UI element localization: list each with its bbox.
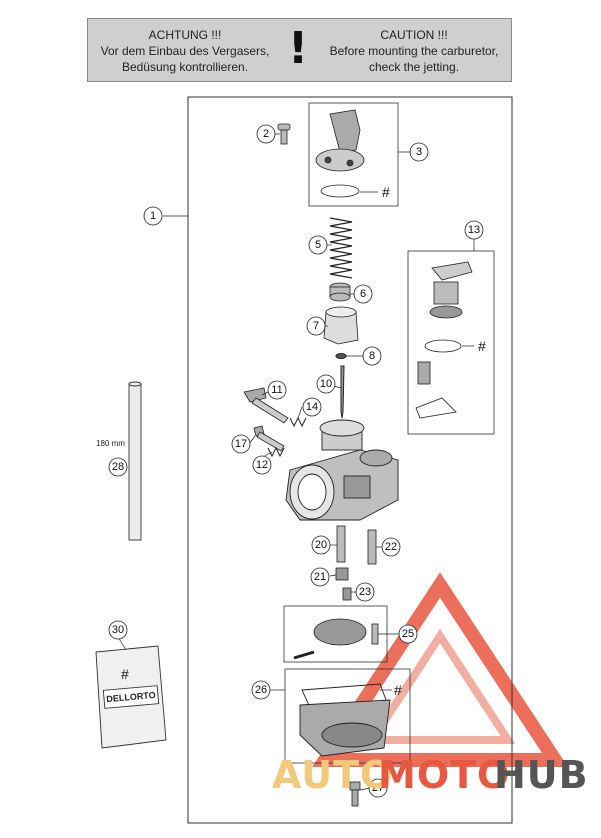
assembly-frame: [187, 96, 513, 824]
watermark-text-hub: HUB: [494, 753, 589, 797]
callout-2: 2: [256, 124, 276, 144]
svg-text:25: 25: [402, 628, 414, 640]
watermark-logo: [312, 572, 568, 767]
callout-14: 14: [302, 397, 322, 417]
svg-text:28: 28: [112, 461, 124, 473]
svg-text:3: 3: [416, 146, 422, 158]
callout-25: 25: [398, 624, 418, 644]
callout-8: 8: [362, 346, 382, 366]
svg-text:13: 13: [468, 224, 480, 236]
part-spring: [329, 217, 353, 279]
svg-text:30: 30: [112, 624, 124, 636]
part-float: [293, 618, 367, 660]
box-float-bowl: [284, 668, 411, 764]
callout-17: 17: [231, 434, 251, 454]
part-needle-clip: [335, 353, 347, 359]
callout-30: 30: [108, 620, 128, 640]
part-screw: [277, 123, 291, 145]
caution-banner: ACHTUNG !!! Vor dem Einbau des Vergasers…: [87, 18, 512, 82]
warning-en-title: CAUTION !!!: [380, 28, 448, 42]
callout-6: 6: [353, 284, 373, 304]
watermark-triangle-outer: [312, 572, 568, 767]
svg-text:14: 14: [306, 401, 318, 413]
callout-1: 1: [143, 206, 163, 226]
part-emulsion-tube: [367, 529, 377, 565]
callout-21a: 21: [310, 567, 330, 587]
callout-3: 3: [409, 142, 429, 162]
part-jet-needle: [340, 365, 345, 419]
bag-brand-label: DELLORTO: [106, 690, 156, 704]
hash-mark-gasket: #: [382, 184, 390, 200]
svg-text:23: 23: [359, 586, 371, 598]
callout-26: 26: [251, 680, 271, 700]
svg-text:2: 2: [263, 128, 269, 140]
warning-en-line3: check the jetting.: [368, 60, 460, 74]
box-choke-assembly: [407, 250, 495, 435]
callout-20: 20: [311, 535, 331, 555]
callout-27: 27: [368, 778, 388, 798]
callout-7: 7: [306, 316, 326, 336]
part-small-spring-a: [289, 416, 307, 428]
svg-text:27: 27: [372, 782, 384, 794]
callout-10: 10: [316, 374, 336, 394]
callout-12: 12: [252, 455, 272, 475]
part-mixture-screw: [253, 425, 285, 452]
svg-text:8: 8: [369, 350, 375, 362]
part-main-jet-holder: [336, 525, 346, 563]
svg-text:11: 11: [271, 384, 282, 396]
callout-22: 22: [381, 537, 401, 557]
exclamation-icon: !: [288, 23, 309, 74]
watermark-text-moto: MOTO: [378, 753, 510, 797]
svg-text:12: 12: [256, 459, 268, 471]
part-throttle-slide: [323, 306, 359, 345]
svg-text:21: 21: [314, 571, 326, 583]
warning-en-line2: Before mounting the carburetor,: [329, 44, 499, 58]
part-vent-hose: [128, 381, 142, 541]
callout-5: 5: [308, 235, 328, 255]
warning-de-line2: Vor dem Einbau des Vergasers,: [100, 44, 270, 58]
watermark-triangle-inner: [364, 628, 516, 744]
part-bowl-screw: [349, 781, 361, 807]
part-main-jet: [335, 567, 349, 581]
part-idle-jet: [342, 587, 352, 601]
part-float-needle: [371, 623, 379, 645]
part-needle-retainer: [329, 282, 351, 302]
part-choke-assembly: [415, 261, 473, 419]
svg-text:17: 17: [235, 438, 247, 450]
svg-text:22: 22: [385, 541, 397, 553]
hash-mark-bowl-gasket: #: [394, 682, 402, 698]
callout-13: 13: [464, 220, 484, 240]
warning-de-line3: Bedüsung kontrollieren.: [121, 60, 249, 74]
svg-text:1: 1: [150, 210, 156, 222]
leader-lines: [117, 133, 475, 791]
svg-text:6: 6: [360, 288, 366, 300]
svg-text:10: 10: [320, 378, 332, 390]
callout-11: 11: [267, 380, 287, 400]
warning-german: ACHTUNG !!! Vor dem Einbau des Vergasers…: [90, 27, 280, 75]
callout-23: 23: [355, 582, 375, 602]
svg-text:20: 20: [315, 539, 327, 551]
callout-28: 28: [108, 457, 128, 477]
svg-text:26: 26: [255, 684, 267, 696]
watermark-text-auto: AUTO: [272, 753, 393, 797]
hash-mark-bag: #: [121, 666, 129, 682]
part-small-spring-b: [267, 446, 285, 458]
part-throttle-cap: [315, 109, 365, 198]
part-idle-screw: [243, 387, 289, 424]
part-float-bowl: [299, 683, 391, 757]
warning-english: CAUTION !!! Before mounting the carburet…: [319, 27, 509, 75]
dimension-label: 180 mm: [96, 439, 125, 448]
hash-mark-choke-gasket: #: [478, 338, 486, 354]
part-carburetor-body: [285, 419, 399, 521]
warning-de-title: ACHTUNG !!!: [148, 28, 222, 42]
svg-text:7: 7: [313, 320, 319, 332]
box-throttle-cap: [308, 102, 399, 207]
part-jet-kit-bag: [95, 645, 167, 749]
svg-text:5: 5: [315, 239, 321, 251]
